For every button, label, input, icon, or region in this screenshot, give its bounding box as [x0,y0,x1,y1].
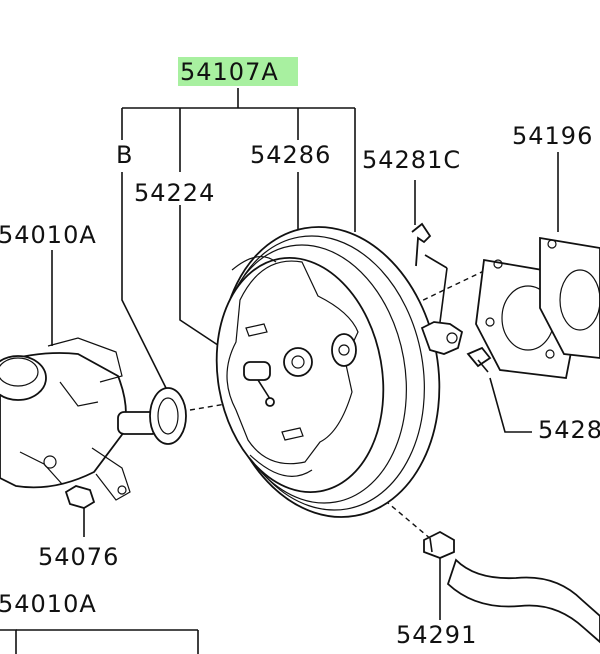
bolt-part[interactable] [64,485,96,509]
check-valve[interactable] [411,222,464,355]
label-bolt[interactable]: 54076 [38,543,119,571]
label-pushrod[interactable]: 54286 [250,141,331,169]
label-ref-b[interactable]: B [116,141,133,169]
label-master-cylinder-2[interactable]: 54010A [0,590,97,618]
hose-clamp[interactable] [423,530,455,559]
piston[interactable] [243,361,275,407]
brake-booster[interactable] [198,209,461,534]
label-piston[interactable]: 54224 [134,179,215,207]
stud-bolts [245,323,304,441]
stud-part[interactable] [466,346,492,373]
leader-lines [0,88,559,654]
label-gasket-assy[interactable]: 54196 [512,122,593,150]
master-cylinder[interactable] [0,337,187,501]
gasket-rear[interactable] [539,236,600,359]
label-stud[interactable]: 54284 [538,416,600,444]
label-valve[interactable]: 54281C [362,146,461,174]
assembly-label-highlight [178,57,298,86]
vacuum-hose[interactable] [446,558,600,644]
label-master-cylinder[interactable]: 54010A [0,221,97,249]
label-assembly[interactable]: 54107A [180,58,279,86]
label-hose-clamp[interactable]: 54291 [396,621,477,649]
